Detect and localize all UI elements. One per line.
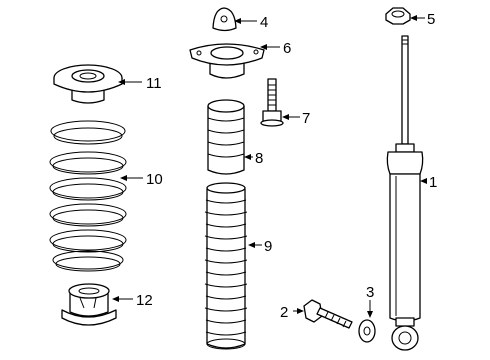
callout-3: 3 [366, 284, 374, 301]
callout-6: 6 [283, 40, 291, 57]
callout-11: 11 [146, 75, 162, 92]
part-shock-absorber [386, 35, 424, 351]
part-upper-spring-seat [53, 64, 123, 104]
part-top-nut [385, 7, 411, 25]
callout-4: 4 [260, 14, 268, 31]
part-upper-mount [189, 43, 265, 79]
part-bump-cap [212, 7, 237, 32]
callout-labels: 11 10 12 4 6 7 8 9 5 1 2 3 [136, 11, 437, 321]
callout-12: 12 [136, 292, 153, 309]
leader-lines [112, 15, 427, 318]
part-lower-spring-seat [61, 283, 117, 326]
part-bump-stop [207, 99, 245, 175]
part-mount-bolt [260, 78, 284, 127]
callout-7: 7 [302, 110, 310, 127]
callout-1: 1 [429, 174, 437, 191]
part-washer [358, 319, 376, 343]
callout-10: 10 [146, 171, 163, 188]
callout-5: 5 [427, 11, 435, 28]
part-coil-spring [49, 120, 127, 272]
part-dust-boot [204, 182, 248, 350]
callout-2: 2 [280, 304, 288, 321]
callout-9: 9 [264, 238, 272, 255]
callout-8: 8 [255, 150, 263, 167]
part-lower-bolt [303, 299, 353, 329]
